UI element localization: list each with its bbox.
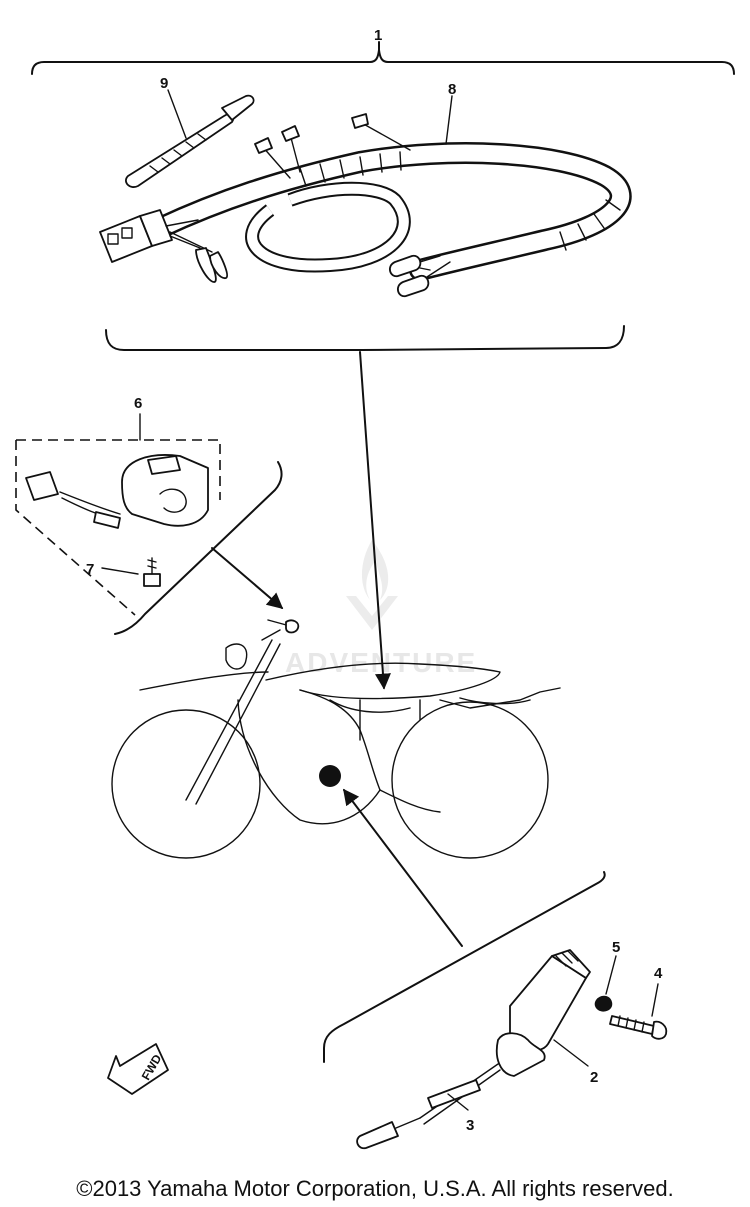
leader-2: [553, 1039, 589, 1067]
callout-7: 7: [86, 561, 94, 578]
copyright-notice: ©2013 Yamaha Motor Corporation, U.S.A. A…: [76, 1176, 674, 1201]
callout-2: 2: [590, 1069, 598, 1086]
washer-part: [594, 995, 613, 1012]
handlebar-switch-group: [15, 413, 283, 635]
harness-arrow: [359, 351, 391, 690]
callout-4: 4: [654, 965, 663, 982]
cable-tie-part: [125, 94, 255, 188]
motorcycle-outline: [111, 619, 561, 859]
callout-5: 5: [612, 939, 620, 956]
switch-arrow: [211, 547, 284, 610]
callout-6: 6: [134, 395, 142, 412]
cdi-arrow: [343, 788, 463, 947]
wire-harness-part: [99, 113, 632, 298]
cdi-cable-part: [356, 1063, 501, 1150]
leader-4: [651, 983, 659, 1017]
bolt-part: [609, 1015, 668, 1040]
callout-1: 1: [374, 27, 382, 44]
handlebar-switch-part: [25, 454, 209, 529]
screw-part: [143, 557, 161, 587]
cdi-group-bracket: [323, 871, 606, 1063]
cdi-unit-part: [495, 949, 591, 1077]
top-bracket: [31, 41, 735, 75]
flame-logo-icon: [346, 540, 398, 630]
watermark: ADVENTURE: [285, 540, 477, 678]
leader-3: [447, 1093, 469, 1111]
fwd-arrow-icon: FWD: [107, 1043, 169, 1095]
leader-5: [605, 955, 617, 995]
leader-7: [101, 567, 139, 575]
harness-group-bracket: [105, 325, 625, 351]
callout-9: 9: [160, 75, 168, 92]
leader-8: [445, 95, 453, 145]
leader-9: [167, 89, 187, 139]
watermark-text: ADVENTURE: [285, 647, 477, 678]
callout-8: 8: [448, 81, 456, 98]
callout-3: 3: [466, 1117, 474, 1134]
